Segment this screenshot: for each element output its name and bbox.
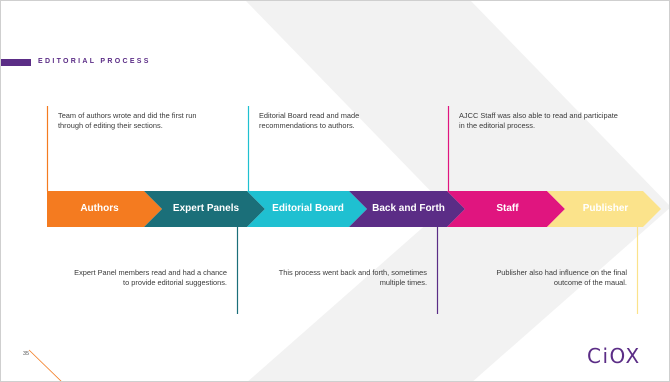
step-label-staff: Staff [496,203,519,214]
slide-title: EDITORIAL PROCESS [38,58,151,65]
note-editorial-board: Editorial Board read and made recommenda… [259,111,360,130]
note-publisher: Publisher also had influence on the fina… [496,268,627,287]
note-expert-panels: Expert Panel members read and had a chan… [74,268,227,287]
note-authors: Team of authors wrote and did the first … [58,111,197,130]
back-and-forth-arrow [349,191,465,227]
page-number: 35 [23,351,30,357]
step-label-publisher: Publisher [582,203,629,214]
step-label-back-and-forth: Back and Forth [372,203,445,214]
authors-arrow [47,191,162,227]
step-label-editorial-board: Editorial Board [272,203,344,214]
note-back-and-forth: This process went back and forth, someti… [278,268,427,287]
staff-arrow [447,191,565,227]
step-label-authors: Authors [80,203,119,214]
ciox-logo: CiOX [587,344,641,368]
editorial-board-arrow [247,191,367,227]
title-accent-bar [1,59,31,66]
note-staff: AJCC Staff was also able to read and par… [459,111,618,130]
publisher-arrow [547,191,661,227]
expert-panels-arrow [144,191,265,227]
step-label-expert-panels: Expert Panels [172,203,240,214]
